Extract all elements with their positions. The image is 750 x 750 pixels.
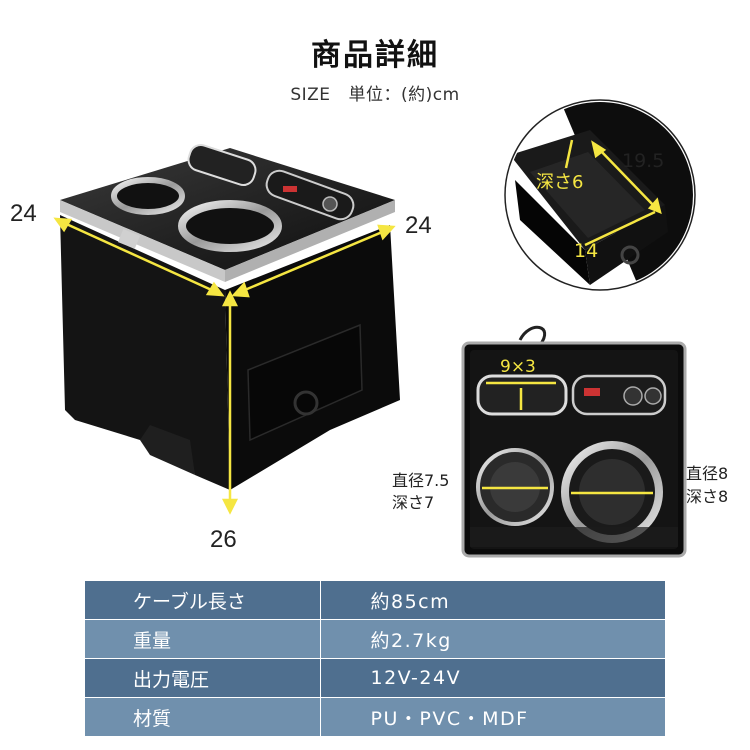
dim-large-diameter: 直径8 bbox=[686, 464, 729, 483]
spec-row: 重量 約2.7kg bbox=[85, 619, 665, 659]
dim-small-depth: 深さ7 bbox=[392, 493, 435, 512]
drawer-ring-icon bbox=[293, 390, 319, 416]
size-unit-line: SIZE 単位：(約)cm bbox=[0, 80, 750, 105]
dim-small-diameter: 直径7.5 bbox=[392, 471, 450, 490]
page-title: 商品詳細 bbox=[311, 38, 439, 73]
spec-value: PU・PVC・MDF bbox=[320, 697, 665, 737]
dim-drawer-length: 14 bbox=[574, 240, 599, 262]
drawer-detail bbox=[504, 99, 696, 291]
dim-large-depth: 深さ8 bbox=[686, 487, 729, 506]
dim-main-right: 24 bbox=[405, 212, 432, 239]
spec-label: ケーブル長さ bbox=[85, 581, 321, 620]
dim-drawer-depth: 深さ6 bbox=[536, 172, 584, 193]
spec-table: ケーブル長さ 約85cm 重量 約2.7kg 出力電圧 12V-24V 材質 P… bbox=[85, 581, 665, 737]
console-box bbox=[60, 143, 400, 490]
unit-label: 単位：(約)cm bbox=[348, 85, 460, 105]
spec-label: 出力電圧 bbox=[85, 658, 321, 698]
spec-row: 材質 PU・PVC・MDF bbox=[85, 697, 665, 737]
spec-value: 12V-24V bbox=[320, 658, 665, 698]
spec-value: 約2.7kg bbox=[320, 619, 665, 659]
dim-drawer-width: 19.5 bbox=[622, 150, 665, 172]
dim-main-height: 26 bbox=[210, 526, 237, 553]
dim-main-left: 24 bbox=[10, 200, 37, 227]
size-label: SIZE bbox=[290, 85, 331, 105]
spec-row: 出力電圧 12V-24V bbox=[85, 658, 665, 698]
spec-label: 重量 bbox=[85, 619, 321, 659]
main-dimension-lines bbox=[53, 217, 396, 515]
spec-value: 約85cm bbox=[320, 581, 665, 620]
spec-label: 材質 bbox=[85, 697, 321, 737]
dim-top-slot: 9×3 bbox=[500, 357, 536, 377]
spec-row: ケーブル長さ 約85cm bbox=[85, 581, 665, 620]
top-view-photo bbox=[461, 325, 687, 558]
